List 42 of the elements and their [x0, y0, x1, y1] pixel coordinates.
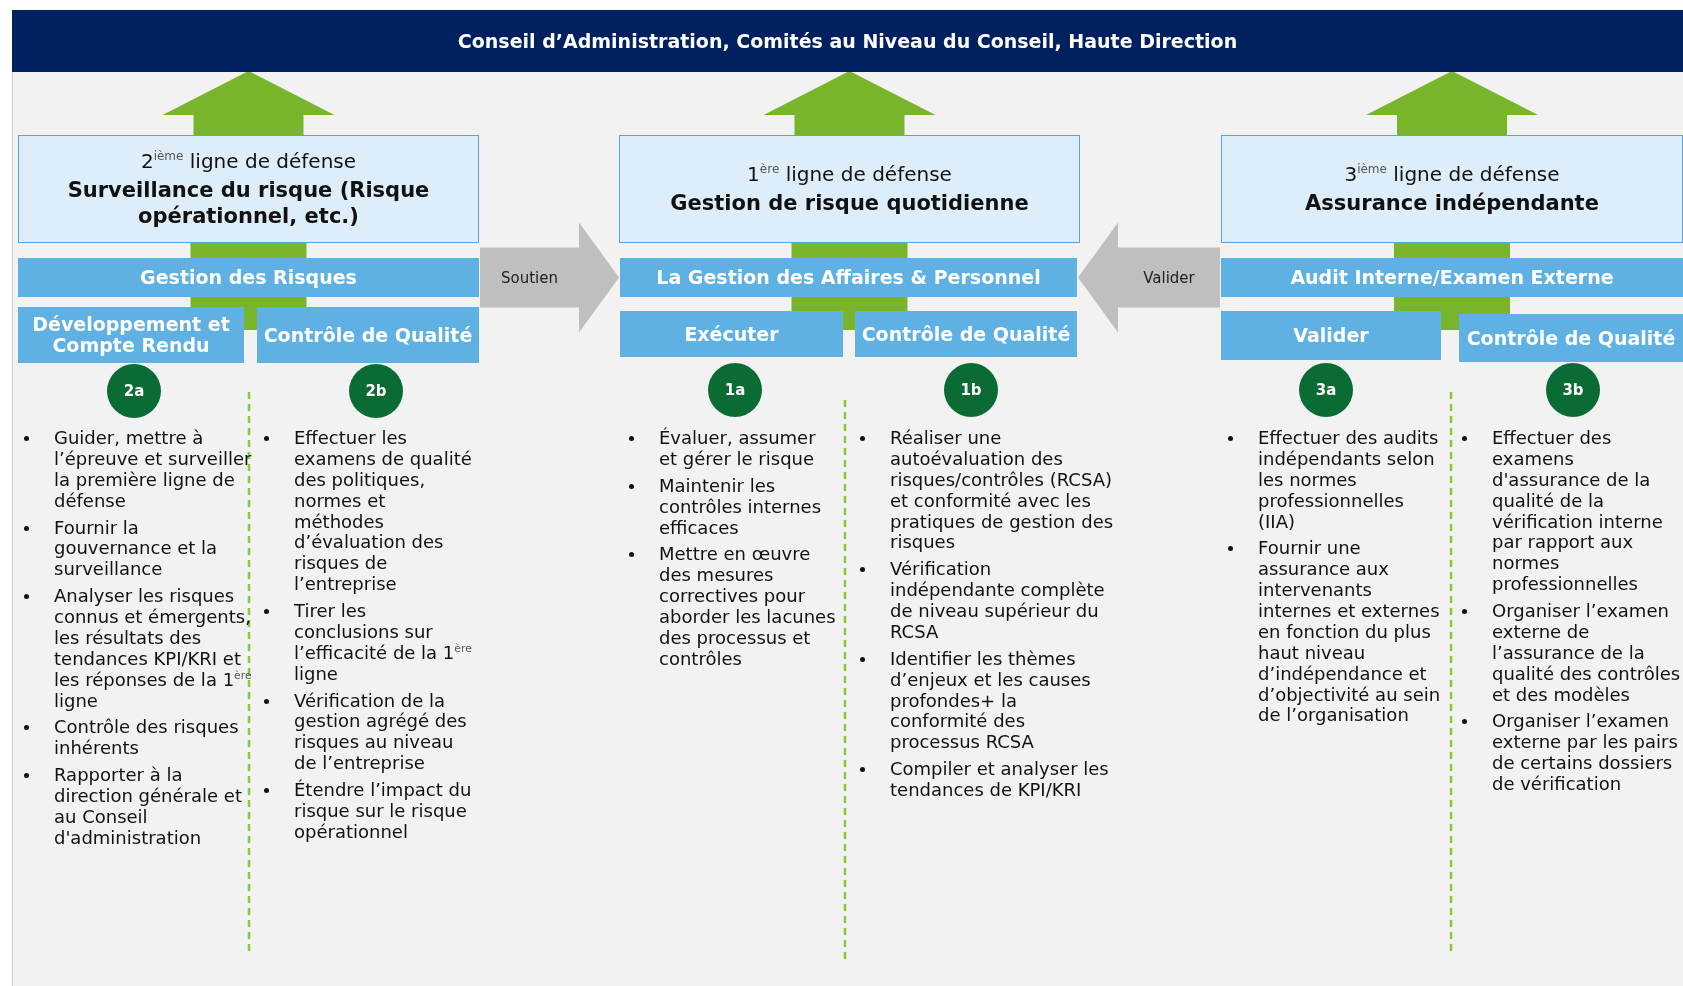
header-title: Gestion de risque quotidienne	[670, 189, 1029, 217]
band-header: Audit Interne/Examen Externe	[1221, 258, 1683, 297]
bullet-text: Compiler et analyser les tendances de KPI/KRI	[890, 758, 1109, 800]
bullet-text: Réaliser une autoévaluation des risques/contrôles (RCSA) et conformité avec les pratiques de gestion des risques	[890, 427, 1114, 553]
bullet-text: Effectuer les examens de qualité des politiques, normes et méthodes d’évaluation des risques de l’entreprise	[294, 427, 472, 595]
line-label: 2$^{ième}$ ligne de défense	[140, 148, 357, 173]
bullet-text: Effectuer des audits indépendants selon les normes professionnelles (IIA)	[1258, 427, 1439, 532]
header-box	[18, 135, 479, 243]
bullet-text: Vérification de la gestion agrégé des risques au niveau de l’entreprise	[294, 689, 467, 774]
title-banner: Conseil d’Administration, Comités au Niveau du Conseil, Haute Direction	[12, 10, 1683, 72]
bullet-text: Évaluer, assumer et gérer le risque	[659, 427, 816, 469]
band-header: La Gestion des Affaires & Personnel	[620, 258, 1077, 297]
bullet-text: Mettre en œuvre des mesures correctives pour aborder les lacunes des processus et contrôles	[659, 543, 836, 669]
band-header: Exécuter	[620, 311, 843, 357]
band-header: Gestion des Risques	[18, 258, 479, 297]
band-header: Contrôle de Qualité	[257, 307, 479, 363]
bullet-text: Organiser l’examen externe par les pairs de certains dossiers de vérification	[1492, 710, 1678, 794]
bullet-text: Fournir la gouvernance et la surveillance	[54, 516, 218, 580]
bullet-text: Étendre l’impact du risque sur le risque opérationnel	[294, 779, 472, 842]
bullet-text: Organiser l’examen externe de l’assurance de la qualité des contrôles et des modèles	[1492, 600, 1681, 705]
bullet-text: Contrôle des risques inhérents	[54, 716, 239, 759]
bullet-text: Maintenir les contrôles internes efficaces	[659, 474, 822, 538]
band-header: Valider	[1221, 311, 1441, 360]
band-header: Contrôle de Qualité	[855, 311, 1077, 357]
header-box	[619, 135, 1080, 243]
line-label: 3$^{ième}$ ligne de défense	[1344, 161, 1560, 186]
bullet-text: Vérification indépendante complète de niveau supérieur du RCSA	[890, 558, 1105, 642]
header-title: Surveillance du risque (Risque opérationnel, etc.)	[66, 176, 431, 230]
line-label: 1$^{ère}$ ligne de défense	[747, 161, 952, 186]
bullet-text: Analyser les risques connus et émergents, les résultats des tendances KPI/KRI et les réponses de la 1$^{ère}$ ligne	[54, 585, 252, 711]
band-header: Développement et Compte Rendu	[18, 307, 244, 363]
bullet-text: Fournir une assurance aux intervenants internes et externes en fonction du plus haut niveau d’indépendance et d’objectivité au sein de l’organisation	[1258, 537, 1441, 726]
header-title: Assurance indépendante	[1305, 189, 1599, 217]
bullet-text: Guider, mettre à l’épreuve et surveiller la première ligne de défense	[54, 427, 252, 511]
bullet-text: Rapporter à la direction générale et au Conseil d'administration	[54, 764, 242, 848]
arrow	[480, 222, 619, 333]
header-box	[1221, 135, 1683, 243]
bullet-text: Effectuer des examens d'assurance de la qualité de la vérification interne par rapport aux normes professionnelles	[1492, 427, 1663, 595]
arrow	[1078, 222, 1220, 333]
band-header: Contrôle de Qualité	[1459, 314, 1683, 362]
bullet-text: Identifier les thèmes d’enjeux et les causes profondes+ la conformité des processus RCSA	[890, 647, 1091, 753]
bullet-text: Tirer les conclusions sur l’efficacité de la 1$^{ère}$ ligne	[294, 600, 472, 684]
